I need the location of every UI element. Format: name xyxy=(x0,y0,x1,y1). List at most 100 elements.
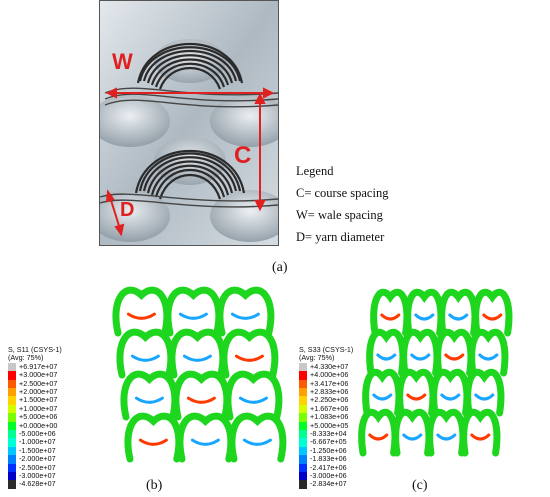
mesh-b-loop xyxy=(224,370,283,421)
scale-c-avg: (Avg: 75%) xyxy=(299,353,335,363)
mesh-b-stress-highlight xyxy=(130,354,160,362)
scale-c-value: +2.250e+06 xyxy=(310,395,349,405)
scale-c-value: +2.833e+06 xyxy=(310,386,349,396)
scale-b-swatch xyxy=(8,387,16,397)
mesh-b-stress-highlight xyxy=(126,312,156,320)
mesh-b-loop xyxy=(120,370,179,421)
mesh-b-loop xyxy=(112,286,171,337)
mesh-c-loop xyxy=(396,368,437,417)
mesh-b-stress-highlight xyxy=(186,396,216,404)
scale-c-row: +1.083e+06 xyxy=(299,412,353,422)
scale-b-value: -3.000e+07 xyxy=(19,470,56,480)
scale-b-row: +2.000e+07 xyxy=(8,387,62,397)
mesh-c-stress-highlight xyxy=(372,393,393,401)
scale-b-title: S, S11 (CSYS-1) xyxy=(8,345,62,354)
scale-b-row: -2.500e+07 xyxy=(8,462,62,472)
scale-c-row: +2.833e+06 xyxy=(299,386,353,397)
mesh-b-stress-highlight xyxy=(238,396,268,404)
mesh-c-loop xyxy=(460,408,501,457)
scale-c-swatch xyxy=(299,379,307,388)
mesh-c-loop xyxy=(438,288,479,337)
scale-b-value: -5.000e+06 xyxy=(19,428,56,438)
mesh-c-stress-highlight xyxy=(478,353,499,361)
scale-c-value: -1.833e+06 xyxy=(310,454,347,464)
scale-b-swatch xyxy=(8,446,16,456)
scale-b-row: -5.000e+06 xyxy=(8,428,62,439)
mesh-c-loop xyxy=(464,368,505,417)
mesh-c-loop xyxy=(430,368,471,417)
scale-b-row: -2.000e+07 xyxy=(8,454,62,464)
mesh-c-stress-highlight xyxy=(410,353,431,361)
mesh-c-loop xyxy=(392,408,433,457)
scale-c-swatch xyxy=(299,362,307,372)
mesh-b-stress-highlight xyxy=(178,312,208,320)
scale-c-row: +3.417e+06 xyxy=(299,378,353,388)
scale-b-swatch xyxy=(8,480,16,489)
caption-b: (b) xyxy=(146,478,163,493)
scale-b-row: +1.000e+07 xyxy=(8,403,62,414)
scale-c-swatch xyxy=(299,480,307,489)
mesh-c-stress-highlight xyxy=(470,433,491,441)
mesh-b-loop xyxy=(172,370,231,421)
scale-c-swatch xyxy=(299,404,307,414)
mesh-c-loop xyxy=(370,288,411,337)
scale-c-row: -2.834e+07 xyxy=(299,479,353,489)
mesh-c-loop xyxy=(358,408,399,457)
scale-b-swatch xyxy=(8,362,16,372)
legend-item-wale: W= wale spacing xyxy=(296,208,383,222)
scale-b-avg: (Avg: 75%) xyxy=(8,353,44,363)
scale-b-row: +5.000e+06 xyxy=(8,412,62,422)
scale-c-value: +5.000e+05 xyxy=(310,420,349,430)
mesh-c-loop xyxy=(404,288,445,337)
scale-b-value: -1.000e+07 xyxy=(19,437,56,447)
scale-b-row: +0.000e+00 xyxy=(8,421,62,430)
mesh-c-stress-highlight xyxy=(368,433,389,441)
scale-b-row: +2.500e+07 xyxy=(8,379,62,388)
scale-c-swatch xyxy=(299,438,307,447)
mesh-b-stress-highlight xyxy=(230,312,260,320)
mesh-c-stress-highlight xyxy=(448,313,469,321)
scale-b-value: +1.000e+07 xyxy=(19,403,58,413)
scale-c-swatch xyxy=(299,471,307,481)
scale-c-value: +1.667e+06 xyxy=(310,403,349,413)
mesh-c-loop xyxy=(472,288,513,337)
scale-b-row: -4.628e+07 xyxy=(8,479,62,489)
scale-b-swatch xyxy=(8,413,16,422)
scale-c-value: +1.083e+06 xyxy=(310,412,349,422)
scale-b-row: +6.917e+07 xyxy=(8,362,62,372)
mesh-c-stress-highlight xyxy=(380,313,401,321)
scale-c-value: +4.330e+07 xyxy=(310,361,349,371)
scale-c-value: -2.417e+06 xyxy=(310,462,347,472)
mesh-c-fabric xyxy=(358,288,513,457)
micrograph-drawing xyxy=(100,1,278,245)
scale-c-swatch xyxy=(299,396,307,405)
scale-c-swatch xyxy=(299,446,307,456)
scale-c-row: -2.417e+06 xyxy=(299,462,353,472)
scale-b-row: -1.500e+07 xyxy=(8,445,62,456)
scale-b-swatch xyxy=(8,471,16,481)
legend-item-yarn: D= yarn diameter xyxy=(296,230,385,244)
mesh-c-stress-highlight xyxy=(474,393,495,401)
scale-b-value: +3.000e+07 xyxy=(19,370,58,380)
w-label: W xyxy=(112,49,133,74)
mesh-b-loop xyxy=(228,412,287,463)
scale-c-swatch xyxy=(299,387,307,397)
mesh-b-stress-highlight xyxy=(134,396,164,404)
scale-b-value: -1.500e+07 xyxy=(19,445,56,455)
scale-b-swatch xyxy=(8,421,16,430)
mesh-b-loop xyxy=(216,286,275,337)
scale-c-value: +3.417e+06 xyxy=(310,378,349,388)
scale-c-value: -1.250e+06 xyxy=(310,445,347,455)
scale-c-swatch xyxy=(299,463,307,472)
scale-c-row: -3.000e+06 xyxy=(299,471,353,481)
mesh-b-stress-highlight xyxy=(190,438,220,446)
scale-c-row: -1.250e+06 xyxy=(299,445,353,456)
mesh-c-loop xyxy=(426,408,467,457)
scale-b-swatch xyxy=(8,396,16,405)
scale-c-row: -1.833e+06 xyxy=(299,454,353,464)
scale-b-swatch xyxy=(8,455,16,464)
scale-c-row: +5.000e+05 xyxy=(299,420,353,430)
mesh-c-loop xyxy=(434,328,475,377)
mesh-c-stress-highlight xyxy=(414,313,435,321)
scale-b-value: -2.500e+07 xyxy=(19,462,56,472)
